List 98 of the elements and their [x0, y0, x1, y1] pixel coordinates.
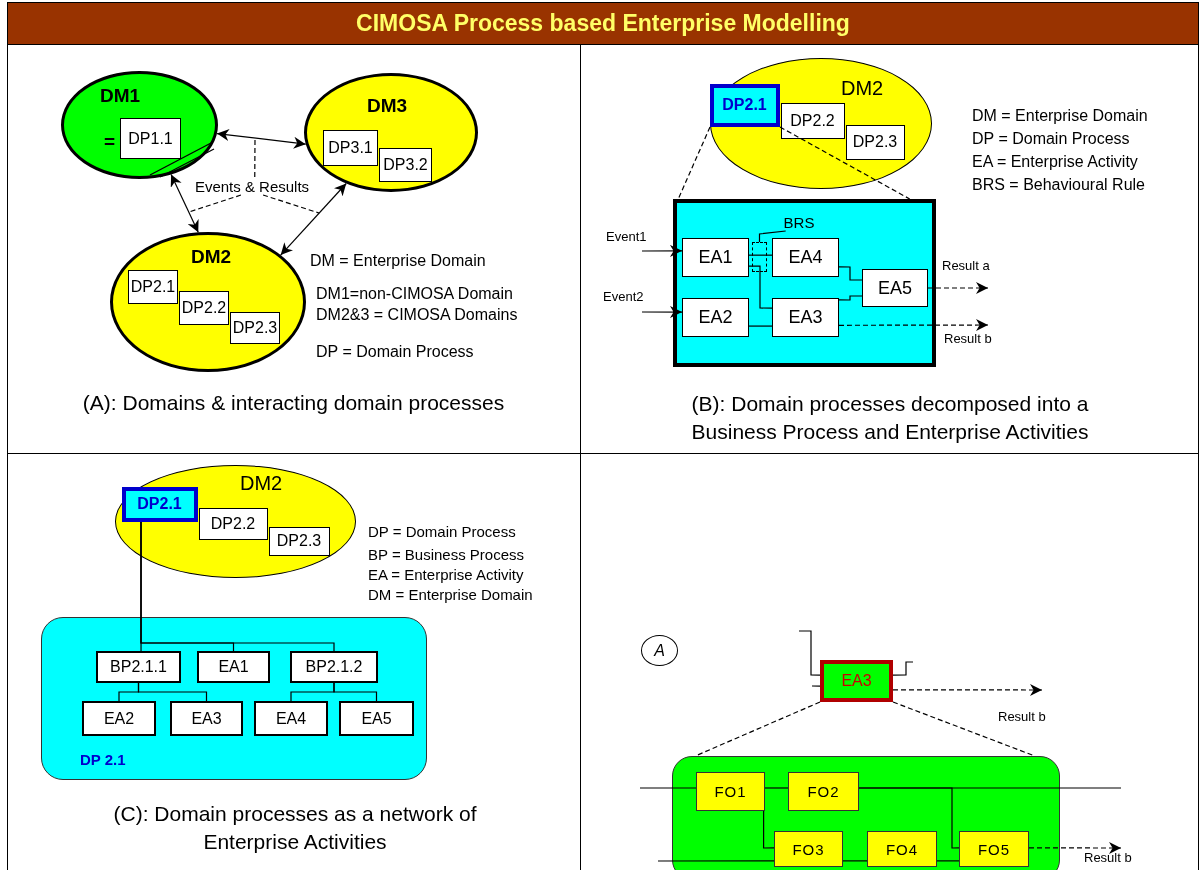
business-process-panel: [41, 617, 427, 780]
domain-label: DM2: [841, 77, 884, 99]
operation-box: FO1: [696, 772, 765, 811]
connector-line: [892, 661, 914, 676]
panel-caption: (A): Domains & interacting domain processes: [81, 390, 506, 416]
activity-box: EA2: [682, 298, 749, 337]
annotation-text: Events & Results: [183, 177, 321, 195]
process-box: EA3: [170, 701, 243, 736]
operation-box: FO3: [774, 831, 843, 867]
circled-letter: A: [641, 635, 678, 666]
connector-line: [333, 682, 378, 702]
legend-text: EA = Enterprise Activity: [972, 153, 1138, 171]
process-box: DP1.1: [120, 118, 181, 159]
process-box: DP2.3: [268, 526, 330, 556]
connector-line: [858, 787, 960, 849]
connector-line: [748, 325, 773, 327]
leader-line: [677, 126, 711, 200]
process-box: EA5: [339, 701, 414, 736]
annotation-text: BRS: [780, 213, 818, 231]
edge-label: Result a: [942, 259, 990, 274]
activity-box: EA4: [772, 238, 839, 277]
process-box: EA2: [82, 701, 156, 736]
domain-label: =: [104, 132, 116, 153]
arrow: [1028, 842, 1122, 854]
panel-caption: (C): Domain processes as a network of Enterprise Activities: [112, 801, 478, 856]
arrow: [216, 129, 307, 149]
connector-line: [140, 521, 335, 652]
edge-label: Event1: [606, 230, 647, 245]
arrow: [927, 282, 989, 294]
highlighted-activity-box: EA3: [820, 660, 893, 702]
connector-line: [639, 787, 697, 789]
process-box: BP2.1.2: [290, 651, 378, 683]
legend-text: DP = Domain Process: [972, 130, 1130, 148]
leader-line: [758, 230, 787, 243]
process-box: EA1: [197, 651, 270, 683]
title-bar: CIMOSA Process based Enterprise Modelling: [7, 2, 1199, 45]
domain-label: DM3: [367, 96, 408, 117]
legend-text: BRS = Behavioural Rule: [972, 176, 1145, 194]
process-box: BP2.1.1: [96, 651, 181, 683]
process-box: DP2.2: [179, 291, 229, 325]
arrow: [641, 306, 683, 319]
edge-label: Result b: [944, 332, 992, 347]
legend-text: DP = Domain Process: [368, 523, 516, 540]
arrow: [280, 182, 347, 256]
highlighted-process-box: DP2.1: [709, 83, 780, 127]
connector-line: [936, 860, 960, 862]
legend-text: BP = Business Process: [368, 546, 525, 563]
highlighted-process-box: DP2.1: [121, 486, 198, 522]
edge-label: Event2: [603, 290, 644, 305]
process-box: DP2.2: [780, 102, 845, 139]
arrow: [892, 684, 1043, 696]
operation-box: FO4: [867, 831, 937, 867]
process-box: DP3.1: [323, 130, 378, 166]
arrow: [641, 244, 683, 257]
leader-line: [254, 138, 256, 178]
connector-line: [842, 860, 868, 862]
process-box: DP2.3: [845, 124, 905, 160]
panel-label: DP 2.1: [80, 752, 126, 769]
legend-text: DM = Enterprise Domain: [368, 586, 533, 603]
connector-line: [748, 265, 773, 309]
leader-line: [188, 194, 242, 213]
activity-box: EA1: [682, 238, 749, 277]
process-box: DP2.1: [128, 270, 178, 304]
edge-label: Result b: [1084, 851, 1132, 866]
operation-box: FO2: [788, 772, 859, 811]
connector-line: [137, 682, 208, 702]
connector-line: [657, 860, 775, 862]
legend-text: DP = Domain Process: [316, 343, 474, 361]
connector-line: [763, 810, 775, 849]
legend-text: DM = Enterprise Domain: [972, 107, 1148, 125]
arrow: [838, 319, 989, 331]
domain-label: DM2: [240, 472, 283, 494]
activity-box: EA5: [862, 269, 928, 307]
process-box: EA4: [254, 701, 328, 736]
operation-box: FO5: [959, 831, 1029, 867]
activity-box: EA3: [772, 298, 839, 337]
legend-text: DM1=non-CIMOSA Domain: [316, 285, 513, 303]
connector-line: [798, 630, 821, 676]
leader-line: [779, 126, 911, 200]
process-box: DP3.2: [379, 148, 432, 182]
legend-text: DM = Enterprise Domain: [310, 252, 486, 270]
legend-text: DM2&3 = CIMOSA Domains: [316, 306, 518, 324]
legend-text: EA = Enterprise Activity: [368, 566, 524, 583]
domain-label: DM1: [100, 86, 141, 107]
process-box: DP2.2: [198, 507, 268, 540]
connector-line: [838, 295, 863, 301]
panel-caption: (B): Domain processes decomposed into a Business Process and Enterprise Activities: [690, 391, 1090, 446]
operation-panel: [672, 756, 1060, 870]
domain-label: DM2: [191, 247, 232, 268]
process-box: DP2.3: [230, 312, 280, 344]
business-process-panel: [673, 199, 936, 367]
arrow: [170, 173, 199, 233]
edge-label: Result b: [998, 710, 1046, 725]
connector-line: [811, 685, 821, 687]
connector-line: [748, 254, 773, 256]
leader-line: [262, 194, 320, 214]
connector-line: [764, 787, 789, 789]
connector-line: [838, 266, 863, 281]
